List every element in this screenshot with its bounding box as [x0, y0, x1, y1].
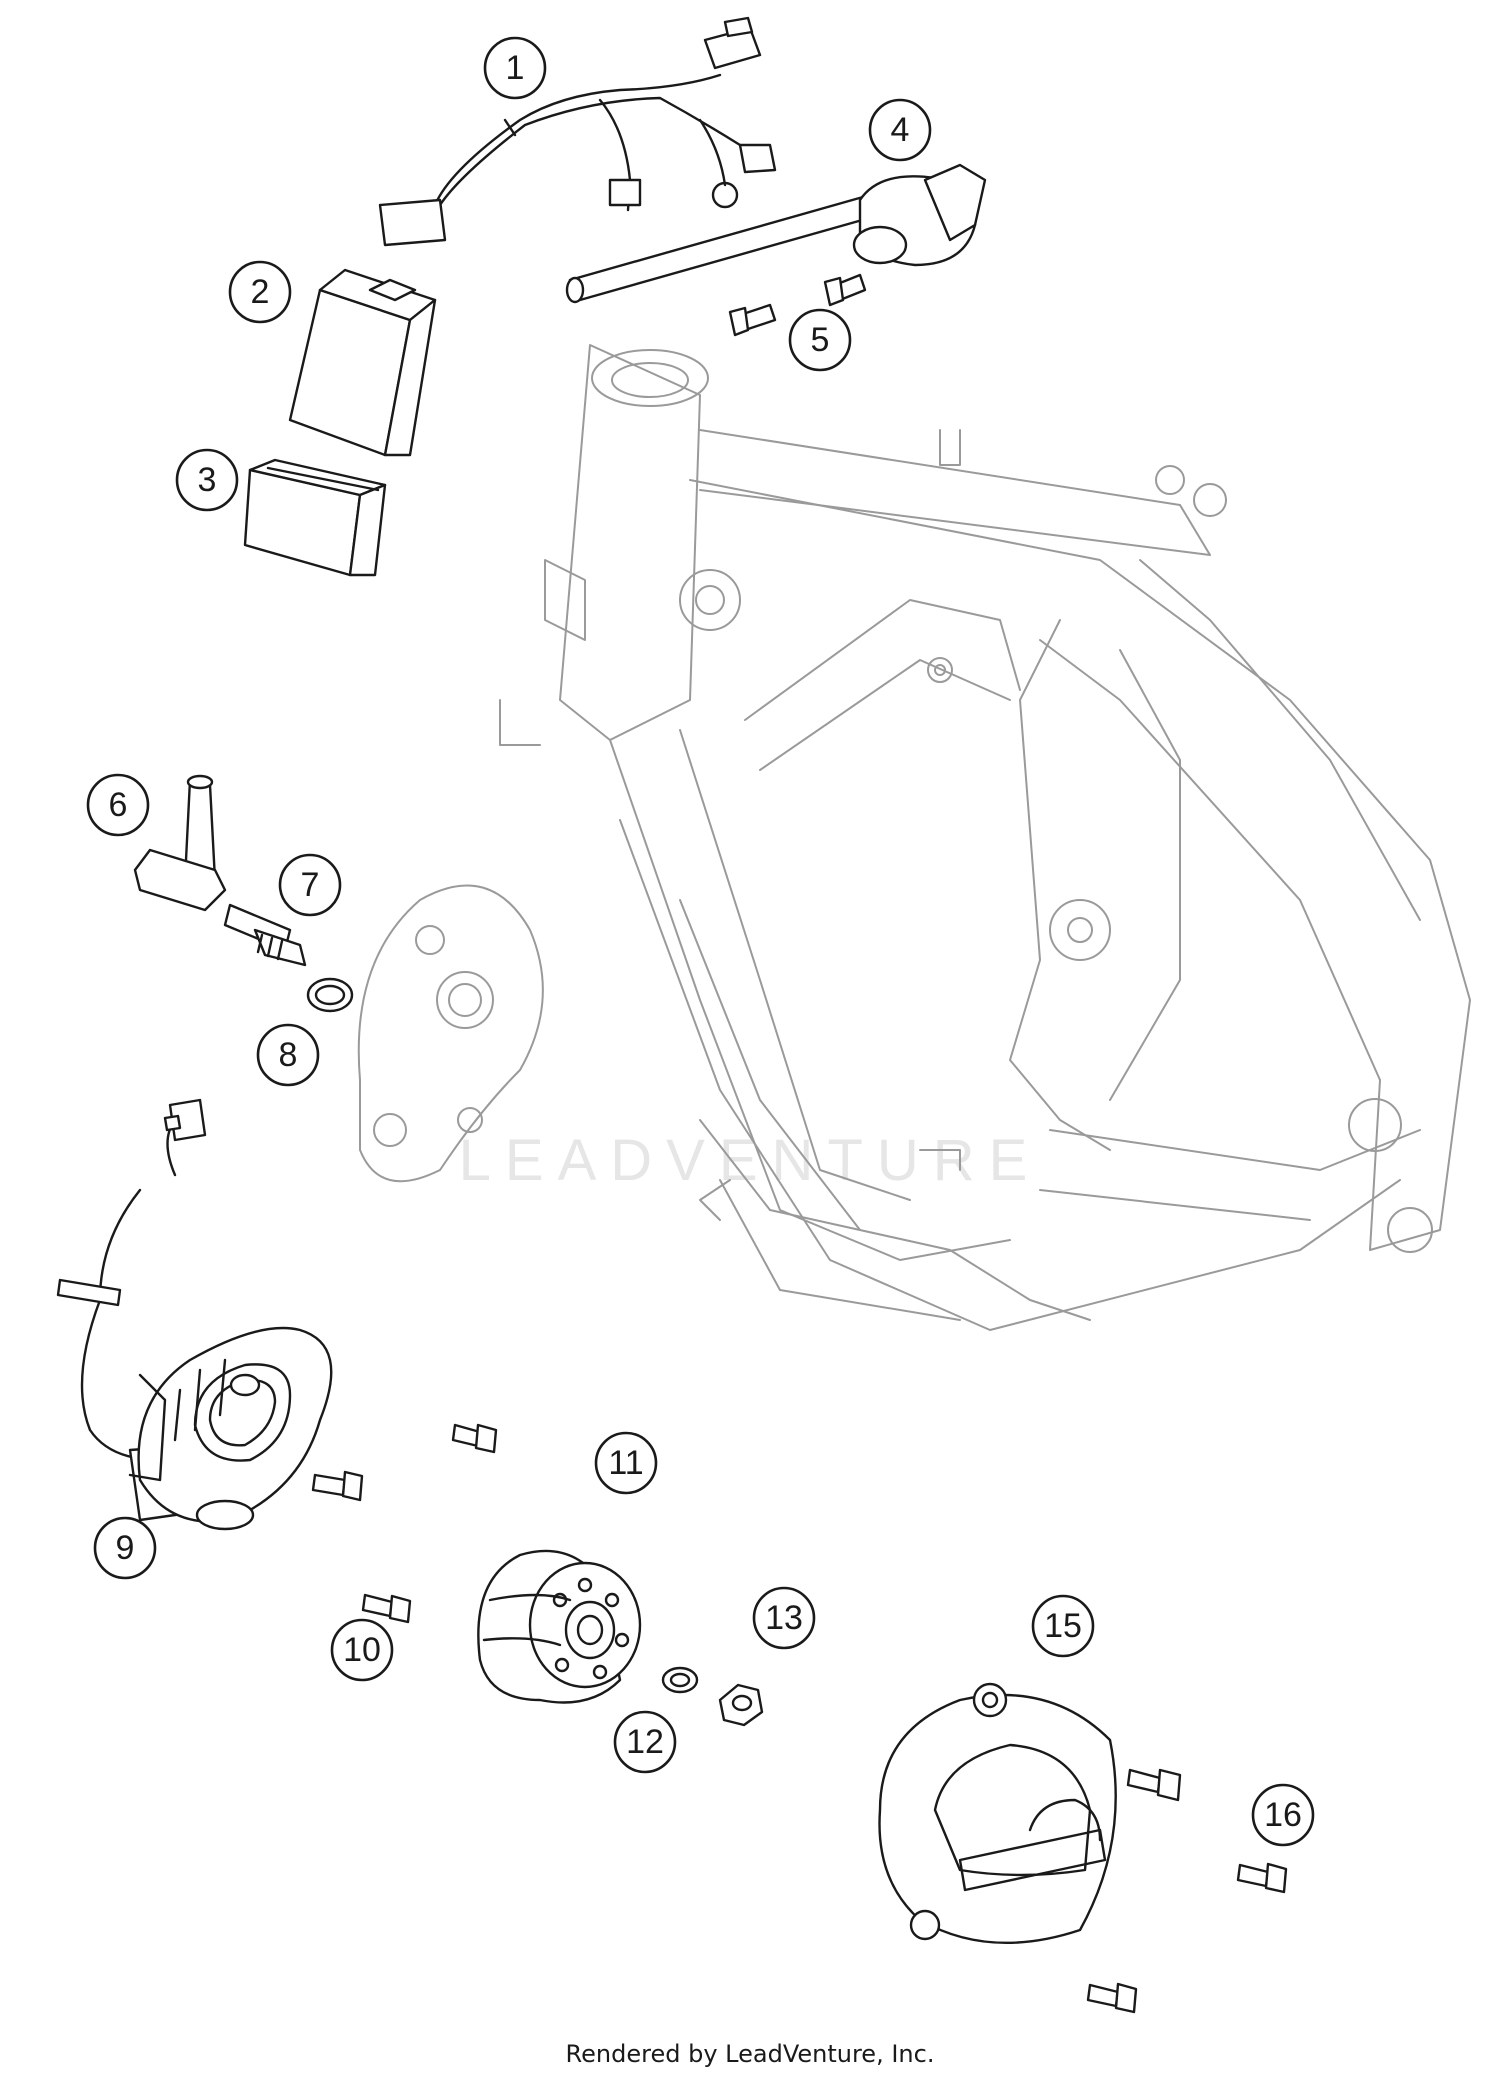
wiring-harness-part: [378, 16, 777, 247]
screw-part-16: [1086, 1768, 1288, 2014]
screw-part-5: [728, 273, 867, 337]
control-unit-part: [288, 268, 437, 457]
callout-7: 7: [278, 853, 342, 917]
flywheel-part: [477, 1549, 642, 1704]
svg-text:12: 12: [626, 1723, 664, 1761]
ignition-cover-part: [878, 1682, 1117, 1945]
svg-text:7: 7: [301, 866, 320, 904]
callout-8: 8: [256, 1023, 320, 1087]
callout-4: 4: [868, 98, 932, 162]
spark-plug-connector-part: [133, 774, 227, 912]
svg-text:10: 10: [343, 1631, 381, 1669]
callout-5: 5: [788, 308, 852, 372]
callout-6: 6: [86, 773, 150, 837]
footer-credit: Rendered by LeadVenture, Inc.: [565, 2040, 935, 2068]
spark-plug-part: [223, 903, 307, 967]
svg-text:9: 9: [116, 1529, 135, 1567]
callout-3: 3: [175, 448, 239, 512]
svg-text:11: 11: [608, 1444, 643, 1482]
svg-text:1: 1: [506, 49, 525, 87]
callout-16: 16: [1251, 1783, 1315, 1847]
callout-1: 1: [483, 36, 547, 100]
svg-text:2: 2: [251, 273, 270, 311]
svg-text:5: 5: [811, 321, 830, 359]
screw-part-10: [311, 1423, 498, 1624]
svg-text:6: 6: [109, 786, 128, 824]
cylinder-head-illustration: [357, 884, 544, 1183]
washer-part-12: [661, 1666, 699, 1694]
svg-text:3: 3: [198, 461, 217, 499]
ignition-coil-part: [565, 163, 987, 304]
stator-part: [56, 1098, 333, 1531]
holder-part: [243, 458, 387, 577]
callout-15: 15: [1031, 1594, 1095, 1658]
nut-part: [718, 1683, 764, 1727]
svg-text:4: 4: [891, 111, 910, 149]
washer-part-8: [306, 977, 354, 1013]
svg-text:13: 13: [765, 1599, 803, 1637]
svg-text:8: 8: [279, 1036, 298, 1074]
callout-11: 11: [594, 1431, 658, 1495]
frame-illustration: [499, 344, 1471, 1331]
callout-10: 10: [330, 1618, 394, 1682]
callout-9: 9: [93, 1516, 157, 1580]
svg-text:15: 15: [1044, 1607, 1082, 1645]
callout-12: 12: [613, 1710, 677, 1774]
callout-13: 13: [752, 1586, 816, 1650]
callout-2: 2: [228, 260, 292, 324]
watermark-text: LEADVENTURE: [459, 1128, 1042, 1193]
svg-text:16: 16: [1264, 1796, 1302, 1834]
